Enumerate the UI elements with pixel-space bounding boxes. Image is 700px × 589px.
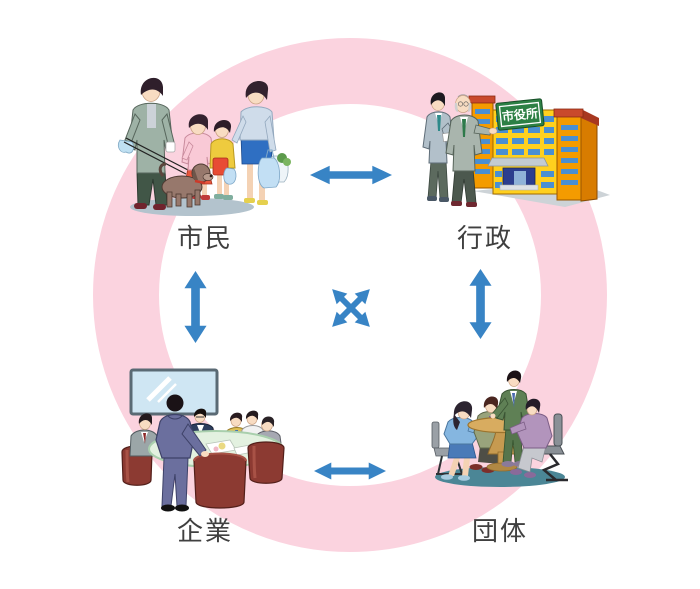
city-hall-building: 市役所 <box>468 95 599 202</box>
companies-illustration <box>121 368 285 512</box>
label-citizens: 市民 <box>176 224 234 254</box>
label-organizations: 団体 <box>471 517 529 547</box>
child-yellow <box>209 119 237 200</box>
city-hall-sign-text: 市役所 <box>501 105 538 124</box>
whiteboard <box>129 368 219 416</box>
arrow-citizens-companies <box>184 271 207 343</box>
arrow-citizens-government <box>310 165 392 185</box>
barrel-chair-right <box>247 441 285 484</box>
seated-person-mauve <box>509 398 553 478</box>
standing-man-back <box>155 394 209 512</box>
label-companies: 企業 <box>176 517 234 547</box>
city-hall-sign: 市役所 <box>495 98 545 131</box>
organizations-illustration <box>431 370 568 487</box>
woman-shopping <box>231 80 291 205</box>
man-walking-dog <box>118 77 189 210</box>
official-older <box>445 94 498 207</box>
arrow-companies-organizations <box>314 462 386 480</box>
citizens-illustration <box>118 77 291 216</box>
label-government: 行政 <box>456 224 514 254</box>
government-illustration: 市役所 <box>422 92 610 207</box>
arrow-government-organizations <box>469 269 492 339</box>
official-younger <box>422 92 456 202</box>
four-way-cross-arrow-icon <box>326 283 376 333</box>
barrel-chair-front <box>193 452 247 509</box>
dog <box>158 162 214 208</box>
